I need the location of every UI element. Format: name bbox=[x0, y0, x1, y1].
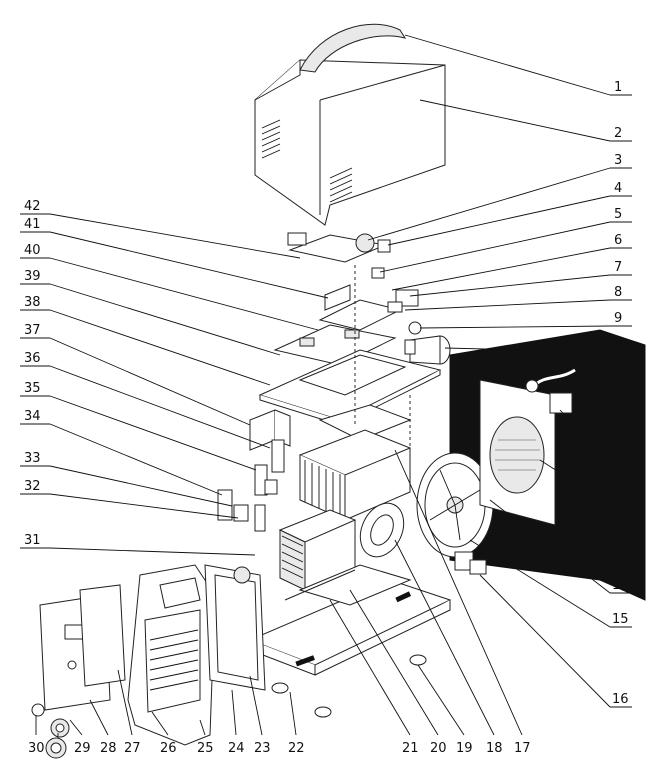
callouts-bottom: 17 18 19 20 21 22 23 24 25 26 27 28 29 3… bbox=[28, 741, 531, 756]
callout-22: 22 bbox=[288, 741, 305, 756]
callout-21: 21 bbox=[402, 741, 419, 756]
callout-25: 25 bbox=[197, 741, 214, 756]
knobs bbox=[31, 703, 70, 759]
callout-36: 36 bbox=[24, 351, 41, 366]
leader-lines-bottom bbox=[35, 449, 523, 738]
callouts-left: 31 32 33 34 35 36 37 38 39 40 41 42 bbox=[24, 199, 41, 548]
callout-35: 35 bbox=[24, 381, 41, 396]
transformer-coil bbox=[359, 502, 405, 558]
callout-29: 29 bbox=[74, 741, 91, 756]
callout-11: 11 bbox=[612, 363, 629, 378]
front-inner-frame bbox=[204, 564, 266, 691]
callout-18: 18 bbox=[486, 741, 503, 756]
callout-1: 1 bbox=[614, 80, 622, 95]
cooling-fan bbox=[416, 452, 494, 558]
main-pcb bbox=[273, 324, 397, 366]
base-tray bbox=[248, 564, 452, 676]
callout-32: 32 bbox=[24, 479, 41, 494]
callout-16: 16 bbox=[612, 692, 629, 707]
back-panel bbox=[479, 379, 556, 526]
power-switch bbox=[454, 551, 487, 575]
callout-26: 26 bbox=[160, 741, 177, 756]
callout-15: 15 bbox=[612, 612, 629, 627]
bracket-components bbox=[217, 409, 291, 532]
callout-38: 38 bbox=[24, 295, 41, 310]
callout-39: 39 bbox=[24, 269, 41, 284]
assembly-guides bbox=[354, 265, 411, 450]
control-panel bbox=[39, 584, 126, 711]
capacitor bbox=[404, 335, 451, 365]
top-cover bbox=[254, 23, 446, 226]
callouts-right: 1 2 3 4 5 6 7 8 9 10 11 12 13 14 15 16 bbox=[612, 80, 629, 707]
callout-14: 14 bbox=[612, 578, 629, 593]
rubber-feet bbox=[271, 654, 427, 718]
callout-31: 31 bbox=[24, 533, 41, 548]
callout-13: 13 bbox=[612, 490, 629, 505]
heatsink-upper bbox=[298, 429, 412, 521]
power-cable bbox=[525, 368, 576, 414]
callout-3: 3 bbox=[614, 153, 622, 168]
callout-28: 28 bbox=[100, 741, 117, 756]
callout-8: 8 bbox=[614, 285, 622, 300]
callout-2: 2 bbox=[614, 126, 622, 141]
callout-33: 33 bbox=[24, 451, 41, 466]
callout-5: 5 bbox=[614, 207, 622, 222]
callout-20: 20 bbox=[430, 741, 447, 756]
callout-30: 30 bbox=[28, 741, 45, 756]
leader-lines-left bbox=[20, 213, 329, 556]
front-frame bbox=[127, 564, 216, 746]
upper-pcb-assembly bbox=[287, 232, 422, 335]
callout-42: 42 bbox=[24, 199, 41, 214]
callout-34: 34 bbox=[24, 409, 41, 424]
callout-19: 19 bbox=[456, 741, 473, 756]
callout-37: 37 bbox=[24, 323, 41, 338]
callout-23: 23 bbox=[254, 741, 271, 756]
callout-6: 6 bbox=[614, 233, 622, 248]
callout-24: 24 bbox=[228, 741, 245, 756]
callout-17: 17 bbox=[514, 741, 531, 756]
callout-9: 9 bbox=[614, 311, 622, 326]
callout-4: 4 bbox=[614, 181, 622, 196]
callout-40: 40 bbox=[24, 243, 41, 258]
leader-lines-right bbox=[367, 34, 632, 708]
callout-7: 7 bbox=[614, 260, 622, 275]
callout-10: 10 bbox=[612, 337, 629, 352]
callout-27: 27 bbox=[124, 741, 141, 756]
callout-41: 41 bbox=[24, 217, 41, 232]
callout-12: 12 bbox=[612, 447, 629, 462]
